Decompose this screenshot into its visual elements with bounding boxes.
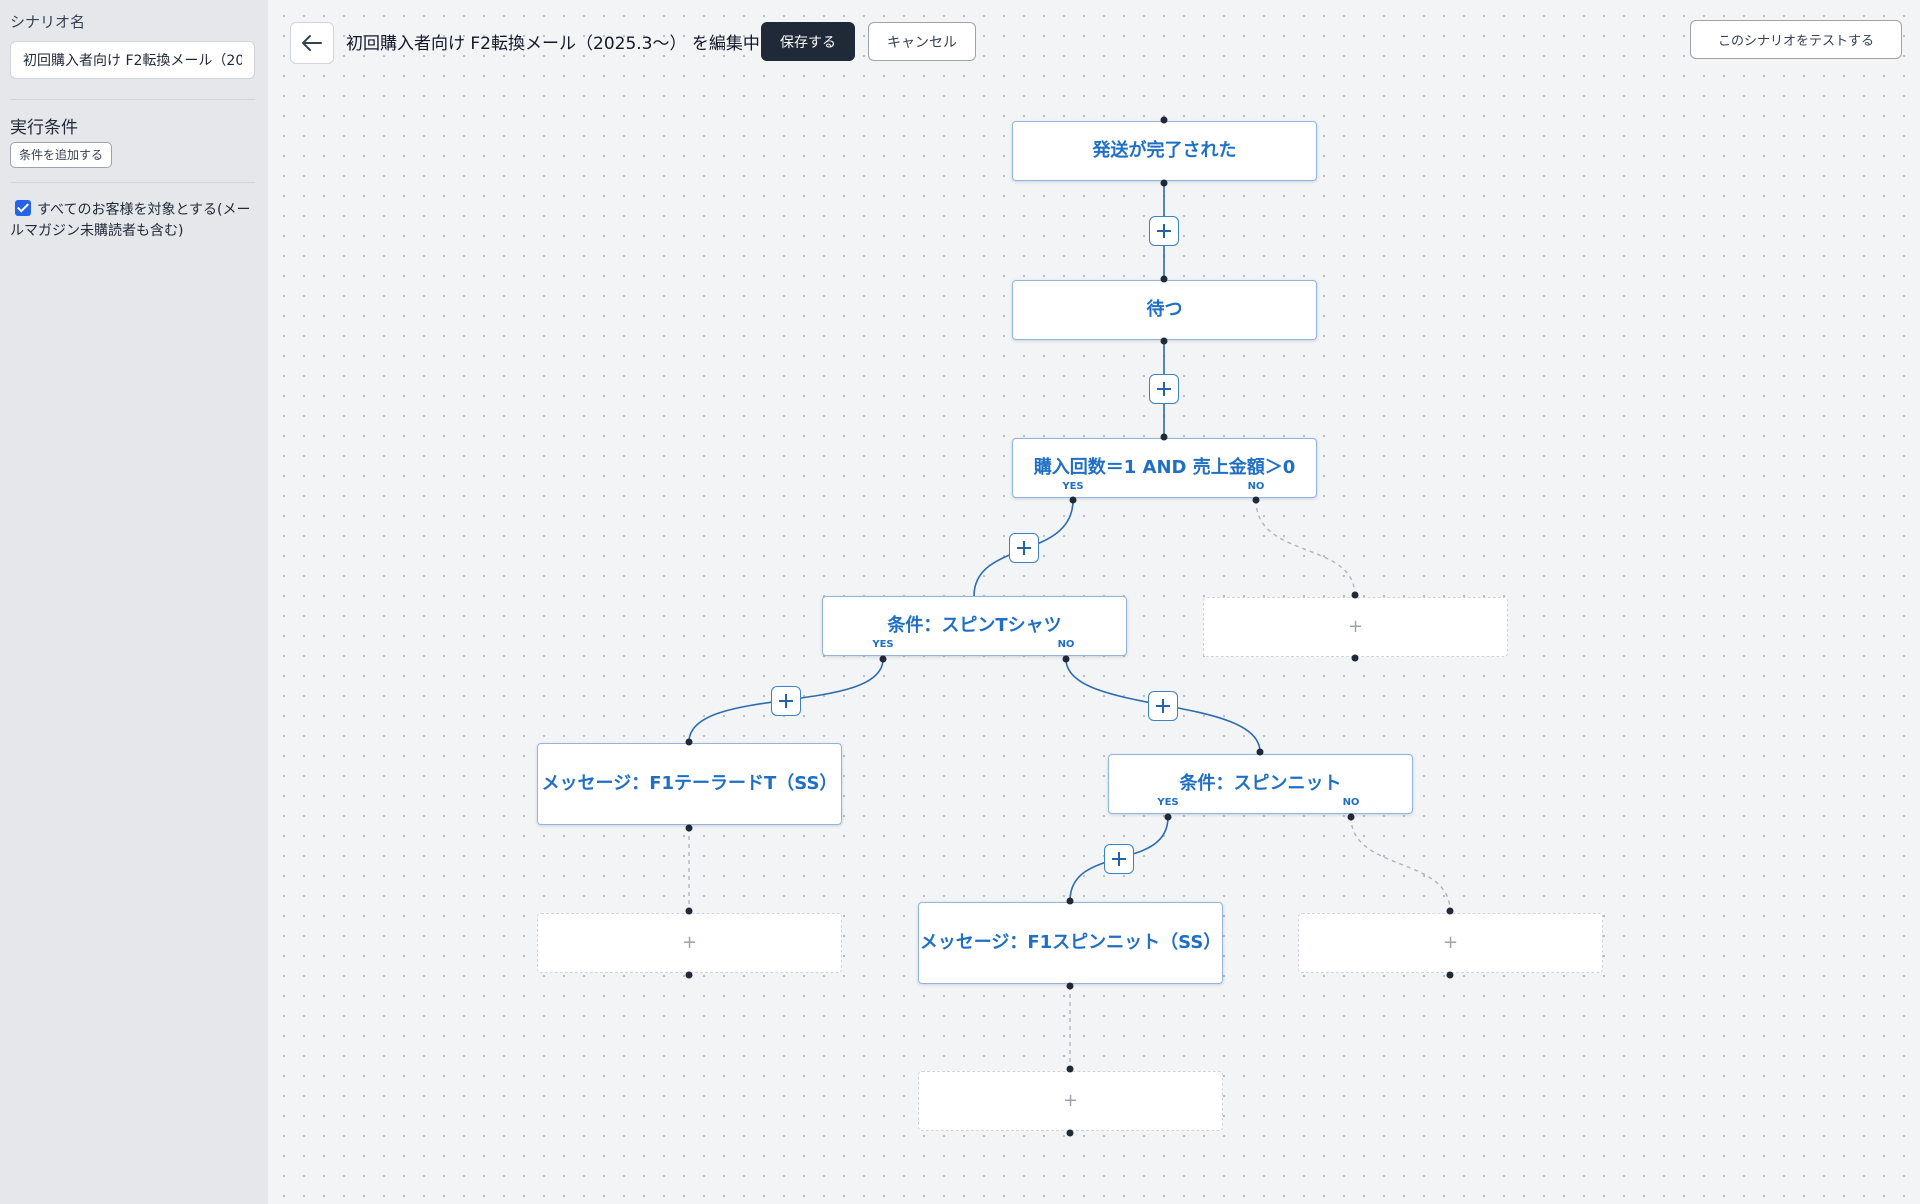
node-handle[interactable]: [1160, 116, 1168, 124]
save-button[interactable]: 保存する: [761, 22, 855, 61]
port-label-no: NO: [1247, 481, 1265, 492]
flow-node-placeholder1[interactable]: +: [1203, 597, 1508, 657]
node-handle[interactable]: [1160, 179, 1168, 187]
conditions-heading: 実行条件: [10, 118, 78, 138]
all-customers-label: すべてのお客様を対象とする(メールマガジン未購読者も含む): [10, 202, 251, 239]
node-handle[interactable]: [1066, 1065, 1074, 1073]
sidebar-divider: [10, 182, 255, 183]
node-handle[interactable]: [685, 824, 693, 832]
node-handle[interactable]: [1351, 654, 1359, 662]
node-handle[interactable]: [685, 971, 693, 979]
scenario-name-input[interactable]: [10, 41, 255, 79]
add-step-button[interactable]: [1009, 533, 1039, 563]
all-customers-option[interactable]: すべてのお客様を対象とする(メールマガジン未購読者も含む): [10, 200, 258, 242]
flow-node-wait[interactable]: 待つ: [1012, 280, 1317, 340]
all-customers-checkbox[interactable]: [15, 200, 31, 216]
node-handle[interactable]: [879, 655, 887, 663]
flow-node-trigger[interactable]: 発送が完了された: [1012, 121, 1317, 181]
flow-node-condition2[interactable]: 条件：スピンTシャツ: [822, 596, 1127, 656]
port-label-yes: YES: [1062, 481, 1084, 492]
page-title: 初回購入者向け F2転換メール（2025.3〜） を編集中: [346, 34, 760, 54]
add-step-button[interactable]: [1149, 374, 1179, 404]
back-button[interactable]: [290, 22, 334, 64]
node-handle[interactable]: [1160, 275, 1168, 283]
flow-node-condition3[interactable]: 条件：スピンニット: [1108, 754, 1413, 814]
add-step-button[interactable]: [771, 686, 801, 716]
node-handle[interactable]: [1446, 971, 1454, 979]
add-condition-button[interactable]: 条件を追加する: [10, 142, 113, 168]
cancel-button[interactable]: キャンセル: [868, 22, 976, 61]
port-label-yes: YES: [1157, 797, 1179, 808]
flow-node-message1[interactable]: メッセージ：F1テーラードT（SS）: [537, 743, 842, 825]
node-handle[interactable]: [1160, 337, 1168, 345]
test-scenario-button[interactable]: このシナリオをテストする: [1690, 20, 1902, 59]
node-handle[interactable]: [1066, 982, 1074, 990]
arrow-left-icon: [302, 35, 322, 51]
node-handle[interactable]: [1164, 813, 1172, 821]
port-label-no: NO: [1342, 797, 1360, 808]
node-handle[interactable]: [1446, 907, 1454, 915]
node-handle[interactable]: [1069, 496, 1077, 504]
scenario-name-label: シナリオ名: [10, 13, 86, 31]
node-handle[interactable]: [1256, 748, 1264, 756]
edge-condition3-no: [1350, 816, 1451, 912]
edge-condition1-no: [1255, 499, 1356, 597]
sidebar-divider: [10, 99, 255, 100]
add-step-button[interactable]: [1104, 844, 1134, 874]
node-handle[interactable]: [1347, 813, 1355, 821]
add-step-button[interactable]: [1149, 216, 1179, 246]
flow-node-condition1[interactable]: 購入回数＝1 AND 売上金額＞0: [1012, 438, 1317, 498]
node-handle[interactable]: [1066, 897, 1074, 905]
node-handle[interactable]: [685, 907, 693, 915]
node-handle[interactable]: [1351, 591, 1359, 599]
flow-node-placeholder4[interactable]: +: [918, 1071, 1223, 1131]
node-handle[interactable]: [1160, 433, 1168, 441]
flow-node-placeholder3[interactable]: +: [1298, 913, 1603, 973]
node-handle[interactable]: [1066, 1129, 1074, 1137]
flow-node-message2[interactable]: メッセージ：F1スピンニット（SS）: [918, 902, 1223, 984]
port-label-yes: YES: [872, 639, 894, 650]
node-handle[interactable]: [1062, 655, 1070, 663]
flow-node-placeholder2[interactable]: +: [537, 913, 842, 973]
node-handle[interactable]: [685, 738, 693, 746]
node-handle[interactable]: [1252, 496, 1260, 504]
sidebar: シナリオ名 実行条件 条件を追加する すべてのお客様を対象とする(メールマガジン…: [0, 0, 268, 1204]
port-label-no: NO: [1057, 639, 1075, 650]
add-step-button[interactable]: [1148, 691, 1178, 721]
